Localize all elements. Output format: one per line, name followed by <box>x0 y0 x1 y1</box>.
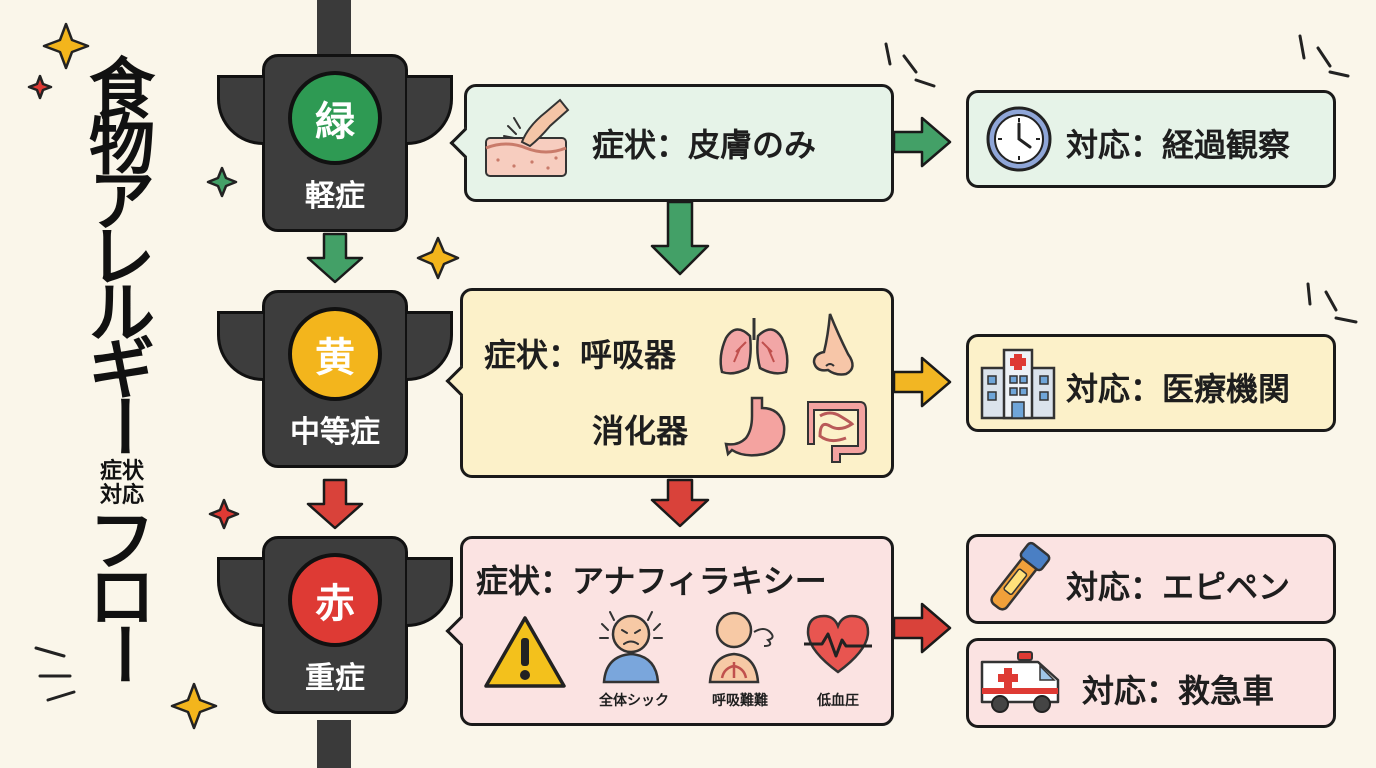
finger-skin-icon <box>485 98 570 177</box>
response-text-observe: 対応：経過観察 <box>1066 126 1291 164</box>
symptom-box-moderate <box>460 288 894 478</box>
pole-top <box>317 0 351 56</box>
lungs-icon <box>719 318 789 375</box>
title-char: フ <box>89 503 155 580</box>
breathing-person-icon <box>708 611 774 684</box>
symptom-text-mild: 症状：皮膚のみ <box>592 126 817 164</box>
warning-icon <box>484 616 566 688</box>
lamp-red: 赤 <box>288 553 382 647</box>
title-char: 食 <box>89 51 155 128</box>
title: 食 物 ア レ ル ギ ー 症状 対応 フ ロ ー <box>82 51 162 688</box>
stomach-icon <box>724 396 786 457</box>
nose-icon <box>812 313 854 376</box>
clock-icon <box>986 106 1052 172</box>
ambulance-icon <box>980 651 1060 713</box>
sub-item-generalized: 全体シック <box>599 693 669 709</box>
epipen-icon <box>990 541 1051 611</box>
severity-label-mild: 軽症 <box>305 179 365 214</box>
title-char: ア <box>89 163 155 240</box>
title-sub-response: 対応 <box>99 483 144 508</box>
hospital-icon <box>980 348 1056 420</box>
severity-label-moderate: 中等症 <box>290 415 380 450</box>
sub-item-breathing: 呼吸難難 <box>712 693 768 709</box>
pole-bottom <box>317 720 351 768</box>
symptom-text-respiratory: 症状：呼吸器 <box>484 336 677 374</box>
symptom-text-anaphylaxis: 症状：アナフィラキシー <box>476 562 827 600</box>
distressed-person-icon <box>599 611 663 684</box>
response-text-ambulance: 対応：救急車 <box>1082 672 1275 710</box>
title-sub-symptom: 症状 <box>99 459 144 484</box>
title-char: 物 <box>89 107 155 184</box>
heart-pulse-icon <box>804 614 872 674</box>
severity-label-severe: 重症 <box>305 661 365 696</box>
traffic-light-green: 緑 軽症 <box>217 54 453 232</box>
lamp-green: 緑 <box>288 71 382 165</box>
title-char: レ <box>89 219 155 296</box>
traffic-light-yellow: 黄 中等症 <box>217 290 453 468</box>
lamp-yellow: 黄 <box>288 307 382 401</box>
response-text-medical: 対応：医療機関 <box>1066 370 1291 408</box>
response-text-epipen: 対応：エピペン <box>1066 568 1291 606</box>
title-char: ギ <box>89 331 155 408</box>
traffic-light-red: 赤 重症 <box>217 536 453 714</box>
intestine-icon <box>807 401 867 463</box>
title-char: ロ <box>89 559 155 636</box>
sub-item-hypotension: 低血圧 <box>817 693 859 709</box>
title-char: ル <box>89 275 155 352</box>
symptom-text-digestive: 消化器 <box>592 412 689 450</box>
